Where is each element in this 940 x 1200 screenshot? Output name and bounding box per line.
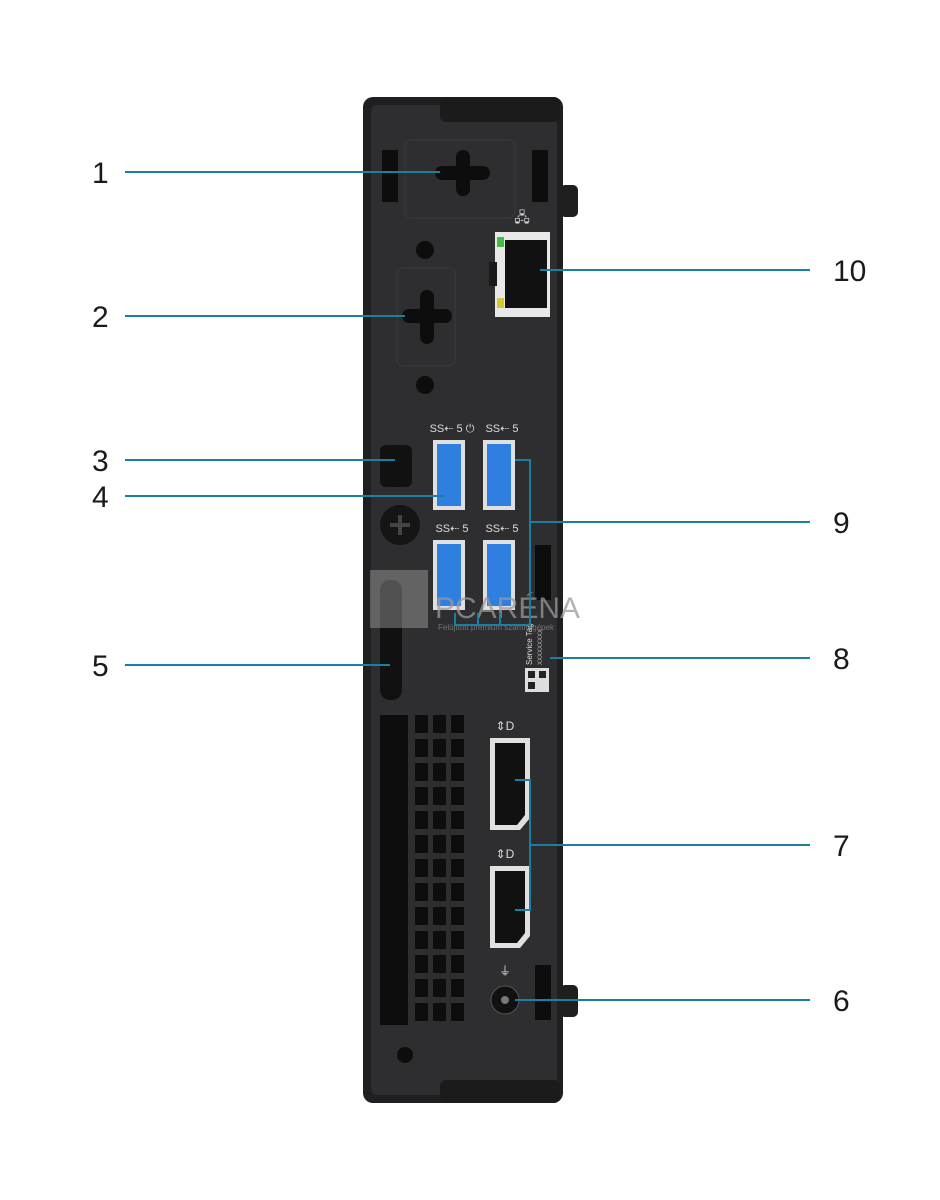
vent-slot [415, 955, 428, 973]
vent-slot [451, 979, 464, 997]
service-tag-label: Service Tag XXXXXXXXX [525, 623, 549, 692]
vent-slot [415, 835, 428, 853]
vent-slot [451, 763, 464, 781]
vent-grid [380, 715, 408, 1025]
svg-text:⇕D: ⇕D [496, 847, 515, 861]
vent-slot [415, 859, 428, 877]
network-icon: 🖧 [514, 209, 530, 225]
vent-slot [415, 763, 428, 781]
callout-3: 3 [92, 445, 109, 478]
vent-slot [433, 787, 446, 805]
vent-slot [433, 835, 446, 853]
svg-text:SS⇠ 5: SS⇠ 5 [485, 423, 518, 435]
watermark-logo: PCARÉNA Felújított prémium számítógépek [370, 570, 580, 632]
thumbscrew-top [560, 185, 578, 217]
vent-slot [451, 715, 464, 733]
svg-text:⇕D: ⇕D [496, 719, 515, 733]
vent-slot [451, 1003, 464, 1021]
ethernet-port: 🖧 [489, 209, 550, 317]
cable-clip [380, 445, 412, 487]
svg-text:Service Tag: Service Tag [525, 623, 534, 665]
antenna-port-1 [435, 150, 490, 196]
vent-slot [415, 931, 428, 949]
vent-slot [433, 955, 446, 973]
svg-text:XXXXXXXXX: XXXXXXXXX [538, 629, 544, 665]
vent-slot [415, 883, 428, 901]
vent-slot [451, 859, 464, 877]
callout-9: 9 [833, 507, 850, 540]
vent-slot [451, 931, 464, 949]
svg-text:SS⇠ 5: SS⇠ 5 [485, 523, 518, 535]
vent-slot [433, 811, 446, 829]
vent-slot [433, 907, 446, 925]
vent-slot [451, 787, 464, 805]
displayports: ⇕D ⇕D [490, 719, 530, 948]
power-plug-icon: ⏚ [499, 964, 511, 978]
callout-6: 6 [833, 985, 850, 1018]
vent-slot [451, 883, 464, 901]
vent-slot [451, 811, 464, 829]
usb-ports: SS⇠ 5 ⏻ SS⇠ 5 SS⇠ 5 SS⇠ 5 [430, 423, 519, 610]
vent-slot [451, 907, 464, 925]
vent-slot [451, 955, 464, 973]
svg-text:SS⇠ 5: SS⇠ 5 [435, 523, 468, 535]
svg-text:SS⇠ 5 ⏻: SS⇠ 5 ⏻ [430, 423, 475, 435]
vent-slot [433, 931, 446, 949]
vent-slot [433, 1003, 446, 1021]
vent-slot [433, 739, 446, 757]
callout-5: 5 [92, 650, 109, 683]
callout-lines [125, 171, 810, 1001]
vent-slot [451, 835, 464, 853]
vent-slot [415, 715, 428, 733]
padlock-loop [380, 580, 402, 700]
vent-slot [433, 883, 446, 901]
vent-slot [415, 979, 428, 997]
callout-2: 2 [92, 301, 109, 334]
vent-slot [433, 859, 446, 877]
vent-slot [415, 907, 428, 925]
callout-8: 8 [833, 643, 850, 676]
svg-text:Felújított prémium számítógépe: Felújított prémium számítógépek [438, 623, 555, 632]
vent-slot [433, 763, 446, 781]
power-port: ⏚ [490, 964, 520, 1015]
vent-slot [415, 739, 428, 757]
vent-slot [415, 787, 428, 805]
vent-slot [451, 739, 464, 757]
callout-1: 1 [92, 157, 109, 190]
callout-7: 7 [833, 830, 850, 863]
vent-slot [433, 979, 446, 997]
vent-slot [415, 811, 428, 829]
callout-4: 4 [92, 481, 109, 514]
callout-10: 10 [833, 255, 866, 288]
vent-slot [433, 715, 446, 733]
vent-slot [415, 1003, 428, 1021]
svg-text:PCARÉNA: PCARÉNA [435, 592, 580, 625]
antenna-port-2 [402, 290, 452, 344]
